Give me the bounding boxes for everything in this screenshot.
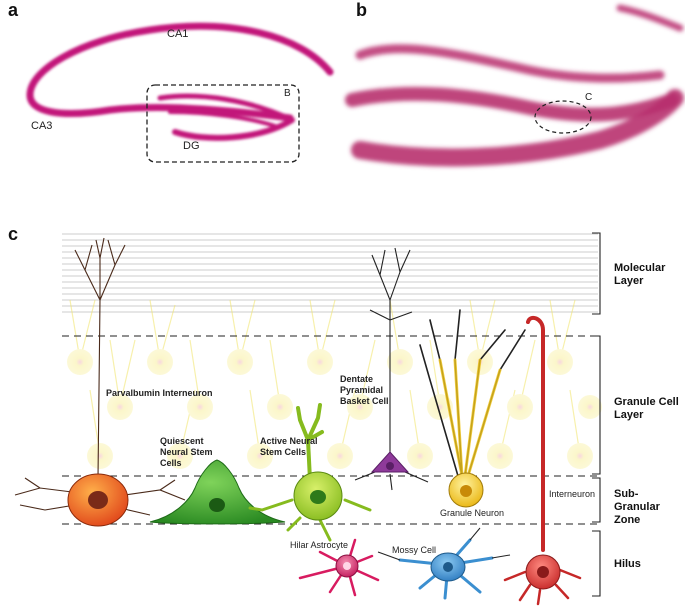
label-box-b: B (284, 88, 291, 99)
interneuron (503, 315, 582, 606)
parvalbumin-interneuron (14, 237, 186, 527)
quiescent-neural-stem-cell (149, 459, 286, 525)
panel-a-hippocampus (26, 22, 334, 141)
mossy-cell (377, 527, 511, 600)
molecular-fibers (62, 233, 598, 313)
hilar-astrocyte (298, 538, 380, 597)
label-granule-neuron: Granule Neuron (440, 508, 505, 518)
layer-subgranular: Sub-Granular Zone (614, 488, 660, 526)
panel-b-zoom (345, 4, 684, 167)
label-basket: Dentate Pyramidal Basket Cell (340, 374, 389, 406)
zoom-box-b (146, 84, 300, 163)
label-ca1: CA1 (167, 28, 189, 40)
label-parvalbumin: Parvalbumin Interneuron (106, 388, 213, 398)
panel-letter-b: b (356, 0, 367, 20)
layer-molecular: Molecular Layer (614, 262, 666, 287)
label-circle-c: C (585, 92, 593, 103)
label-dg: DG (183, 140, 200, 152)
label-interneuron: Interneuron (549, 489, 596, 499)
layer-hilus: Hilus (614, 558, 641, 570)
label-mossy-cell: Mossy Cell (392, 545, 437, 555)
granule-neuron (419, 309, 526, 508)
zoom-circle-c (534, 100, 592, 134)
layer-brackets (592, 232, 601, 597)
panel-letter-a: a (8, 0, 19, 20)
label-hilar-astrocyte: Hilar Astrocyte (290, 540, 349, 550)
panel-letter-c: c (8, 224, 19, 244)
active-neural-stem-cell (248, 403, 372, 542)
basket-cell (354, 247, 429, 491)
background-granule-cells (67, 299, 602, 469)
label-active: Active Neural Stem Cells (260, 436, 318, 457)
label-ca3: CA3 (31, 120, 53, 132)
layer-granule-cell: Granule Cell Layer (614, 396, 679, 421)
label-quiescent: Quiescent Neural Stem Cells (160, 436, 213, 468)
